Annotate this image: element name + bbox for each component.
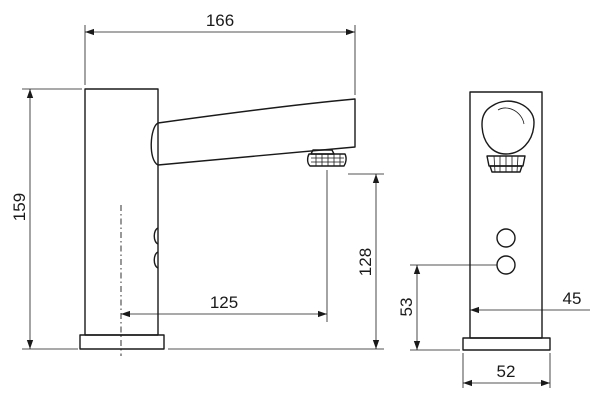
faucet-body-outline <box>84 88 159 336</box>
sensor-window-lower <box>153 251 159 269</box>
front-base-plate <box>462 337 551 351</box>
front-spout-head <box>481 100 535 155</box>
sensor-window-upper <box>153 227 159 245</box>
aerator-ring <box>306 153 347 167</box>
dimension-label-spout-reach: 125 <box>210 293 238 312</box>
dimension-label-overall-length: 166 <box>206 11 234 30</box>
front-view <box>462 91 551 351</box>
dimension-label-base-width: 52 <box>497 362 516 381</box>
dimension-depth: 45 <box>470 289 590 314</box>
dimension-label-spout-height: 128 <box>356 248 375 276</box>
side-view <box>79 88 356 356</box>
dimension-label-overall-height: 159 <box>10 193 29 221</box>
front-aerator-grille <box>493 155 519 173</box>
dimension-label-sensor-height: 53 <box>397 298 416 317</box>
dimension-sensor-height: 53 <box>397 264 497 351</box>
base-plate <box>79 334 165 350</box>
front-spout-inner-curve <box>497 107 525 125</box>
dimension-overall-length: 166 <box>84 11 356 95</box>
sensor-eye-upper <box>496 228 516 248</box>
sensor-eye-lower <box>496 255 516 275</box>
dimension-base-width: 52 <box>462 353 551 388</box>
dimension-spout-height: 128 <box>168 173 384 350</box>
dimension-spout-reach: 125 <box>121 170 328 322</box>
dimension-overall-height: 159 <box>10 88 82 350</box>
front-aerator-base <box>489 165 523 173</box>
dimension-label-depth: 45 <box>563 289 582 308</box>
spout-outline <box>150 98 356 166</box>
front-body-outline <box>469 91 543 339</box>
aerator-grille <box>311 154 344 166</box>
